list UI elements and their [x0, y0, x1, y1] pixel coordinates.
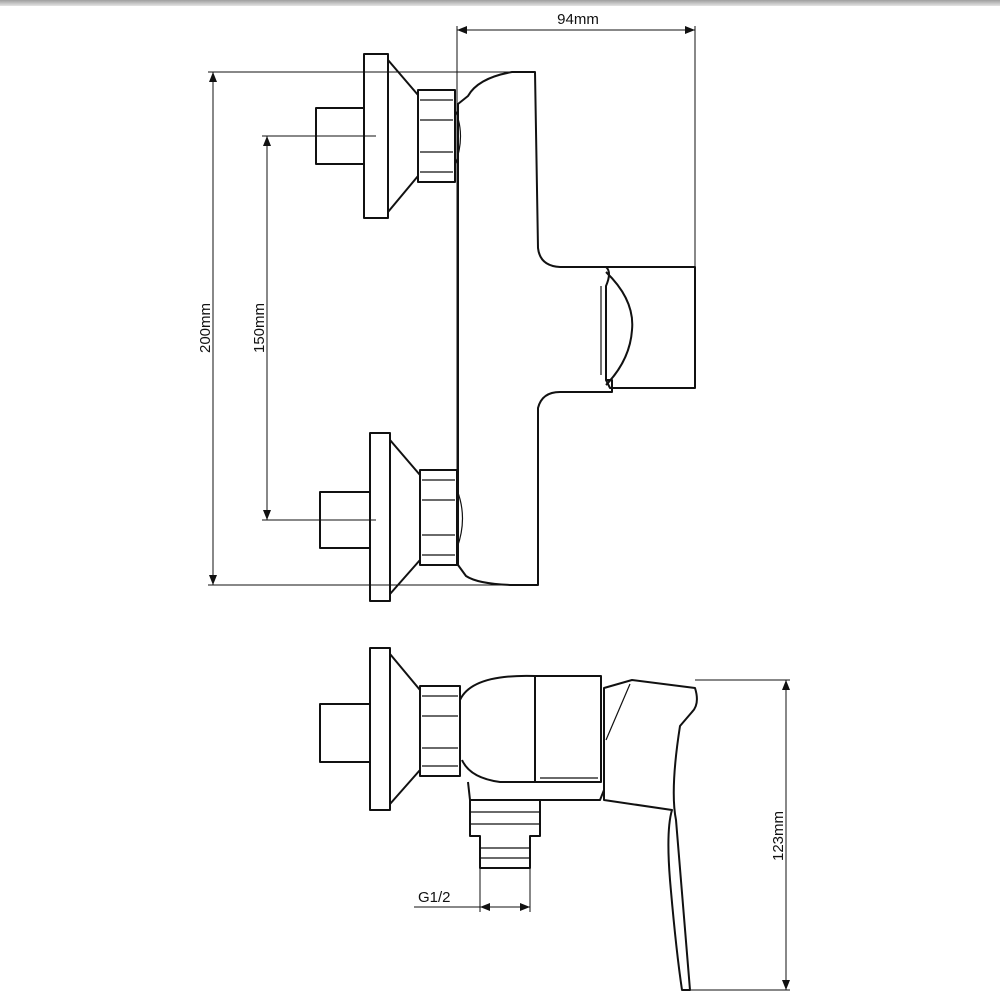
side-pipe-stub	[319, 703, 371, 763]
lower-eccentric-connector	[319, 432, 464, 602]
lower-flange-cone	[389, 439, 421, 595]
lower-hex-nut	[419, 469, 458, 566]
dimension-total-height: 200mm	[197, 71, 538, 586]
lever-handle	[603, 679, 698, 991]
upper-hex-nut	[417, 89, 456, 183]
knob-curve	[605, 271, 634, 386]
dimension-thread: G1/2	[414, 868, 531, 912]
outlet-thread-lines	[470, 811, 540, 859]
dimension-width: 94mm	[456, 11, 696, 480]
top-border	[0, 0, 1000, 6]
side-view: 123mm G1/2	[319, 647, 790, 991]
inlet-spacing-label: 150mm	[251, 303, 268, 353]
mixer-body-outline	[457, 71, 613, 586]
side-height-label: 123mm	[770, 811, 787, 861]
side-nut-lines	[422, 695, 458, 767]
lower-flange	[369, 432, 391, 602]
lower-nut-curve	[456, 489, 464, 549]
upper-flange-cone	[387, 59, 419, 213]
side-flange	[369, 647, 391, 811]
side-hex-nut	[419, 685, 461, 777]
total-height-label: 200mm	[197, 303, 214, 353]
outlet-body	[469, 800, 541, 869]
upper-nut-lines	[420, 99, 453, 173]
lever-edge	[605, 683, 631, 741]
thread-label: G1/2	[418, 889, 451, 906]
side-flange-cone	[389, 653, 421, 805]
side-body-cartridge	[534, 675, 602, 783]
width-label: 94mm	[557, 11, 599, 28]
lower-nut-lines	[422, 479, 455, 556]
side-body-base	[467, 781, 605, 801]
side-body-dome	[459, 674, 536, 783]
dimension-inlet-spacing: 150mm	[251, 135, 376, 521]
front-view: 94mm 200mm 150mm	[197, 11, 696, 602]
shower-outlet-thread	[469, 800, 541, 869]
dimension-side-height: 123mm	[690, 679, 790, 991]
outlet-knob	[605, 266, 696, 389]
side-eccentric-connector	[319, 647, 461, 811]
